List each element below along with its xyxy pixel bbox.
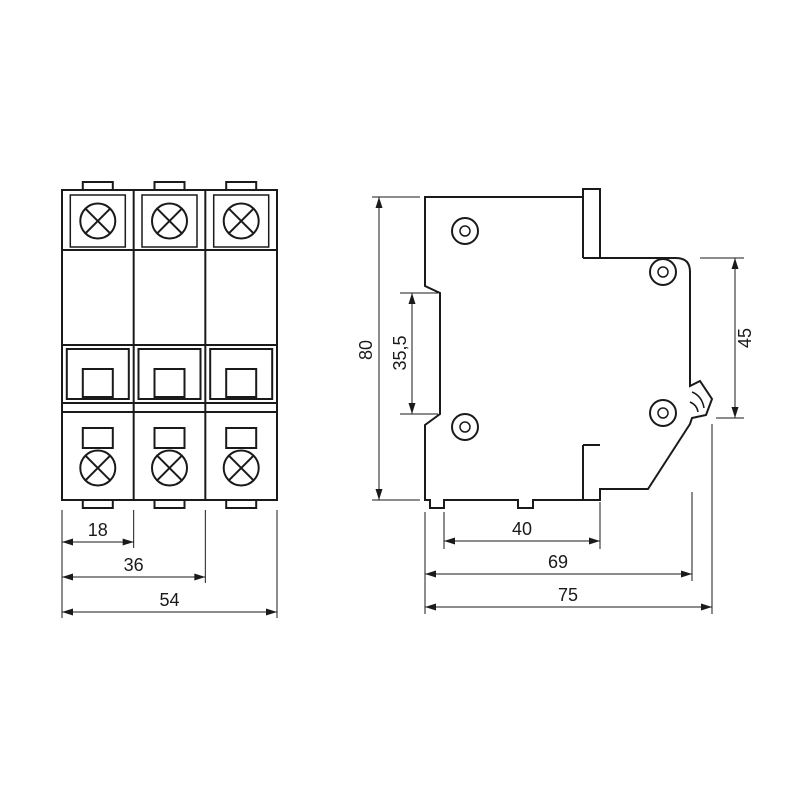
dim-label-40: 40	[512, 519, 532, 539]
side-view-dimensions: 80 35,5 45 40 69 75	[356, 196, 755, 614]
top-screw-icons	[79, 202, 260, 240]
front-view-bottom-terminals	[81, 427, 258, 449]
dim-label-18: 18	[88, 520, 108, 540]
dim-label-54: 54	[159, 590, 179, 610]
dim-label-35-5: 35,5	[390, 335, 410, 370]
dim-label-36: 36	[124, 555, 144, 575]
dim-label-80: 80	[356, 340, 376, 360]
side-view-rivets	[451, 217, 677, 441]
dim-label-45: 45	[735, 328, 755, 348]
dim-label-75: 75	[558, 585, 578, 605]
toggle-levers	[65, 348, 274, 400]
front-view-dimensions: 18 36 54	[61, 510, 278, 618]
side-view-body	[424, 188, 714, 509]
front-view-body	[61, 189, 278, 501]
front-view-top-tabs	[81, 181, 258, 191]
front-view-bottom-tabs	[81, 499, 258, 509]
lever-detail	[691, 391, 705, 409]
dim-label-69: 69	[548, 552, 568, 572]
front-view-top-terminals	[69, 194, 270, 248]
bottom-screw-icons	[79, 449, 260, 487]
